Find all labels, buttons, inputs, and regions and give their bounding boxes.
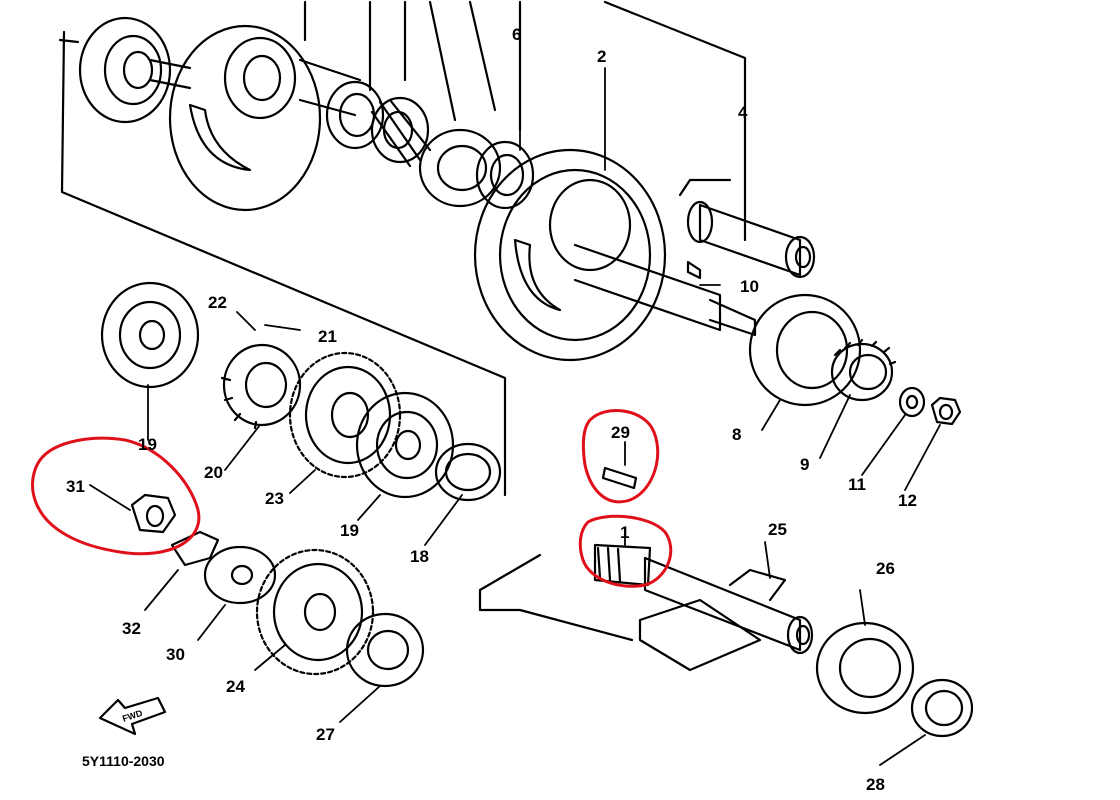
thrust-washer-lower <box>475 140 535 210</box>
leader-lines <box>89 39 941 766</box>
highlight-circle-31 <box>31 436 201 556</box>
part-label-22: 22 <box>208 293 227 312</box>
part-label-24: 24 <box>226 677 245 696</box>
part-label-28: 28 <box>866 775 885 794</box>
crank-pin <box>686 200 816 279</box>
bearing-27 <box>345 612 425 688</box>
highlight-circle-29 <box>581 409 660 504</box>
right-crank-web <box>473 148 757 362</box>
part-label-19-lower: 19 <box>340 521 359 540</box>
connecting-rod <box>418 0 502 208</box>
balancer-driven-gear <box>255 548 375 676</box>
part-label-30: 30 <box>166 645 185 664</box>
balancer-plate-right <box>355 391 455 499</box>
part-label-21: 21 <box>318 327 337 346</box>
washer-11 <box>898 386 926 418</box>
lock-washer-32 <box>170 530 220 567</box>
part-label-6: 6 <box>512 25 521 44</box>
highlight-circle-1 <box>578 514 673 588</box>
part-label-32: 32 <box>122 619 141 638</box>
key-29 <box>601 466 638 490</box>
right-bearing <box>748 293 862 407</box>
part-label-25: 25 <box>768 520 787 539</box>
balancer-drive-gear <box>288 351 402 479</box>
plate-washer-30 <box>203 545 277 605</box>
left-bearing <box>78 16 192 124</box>
balancer-weight-plate <box>100 281 200 389</box>
part-label-12: 12 <box>898 491 917 510</box>
fwd-arrow-icon <box>98 696 167 736</box>
part-label-23: 23 <box>265 489 284 508</box>
washer-18 <box>434 442 502 502</box>
part-label-8: 8 <box>732 425 741 444</box>
part-label-27: 27 <box>316 725 335 744</box>
part-label-29: 29 <box>611 423 630 442</box>
part-label-18: 18 <box>410 547 429 566</box>
highlight-marks <box>31 409 673 588</box>
part-label-4: 4 <box>738 103 748 122</box>
part-label-1: 1 <box>620 523 629 542</box>
balancer-hub <box>220 343 302 430</box>
part-label-31: 31 <box>66 477 85 496</box>
pinion-gear <box>830 338 897 402</box>
nut-31 <box>130 493 177 534</box>
part-label-20: 20 <box>204 463 223 482</box>
balancer-shaft <box>638 556 814 672</box>
part-label-9: 9 <box>800 455 809 474</box>
nut-12 <box>930 396 962 426</box>
woodruff-key <box>686 260 702 280</box>
part-label-2: 2 <box>597 47 606 66</box>
seal-28 <box>910 678 974 738</box>
part-label-19-upper: 19 <box>138 435 157 454</box>
part-label-10: 10 <box>740 277 759 296</box>
part-label-26: 26 <box>876 559 895 578</box>
needle-bearing <box>370 96 432 168</box>
diagram-code: 5Y1110-2030 <box>82 753 165 769</box>
left-crank-web <box>168 24 362 212</box>
bearing-26 <box>815 621 915 715</box>
part-labels: 6 2 4 10 22 21 8 9 11 12 19 20 23 19 18 … <box>66 25 917 794</box>
part-label-11: 11 <box>848 475 866 494</box>
